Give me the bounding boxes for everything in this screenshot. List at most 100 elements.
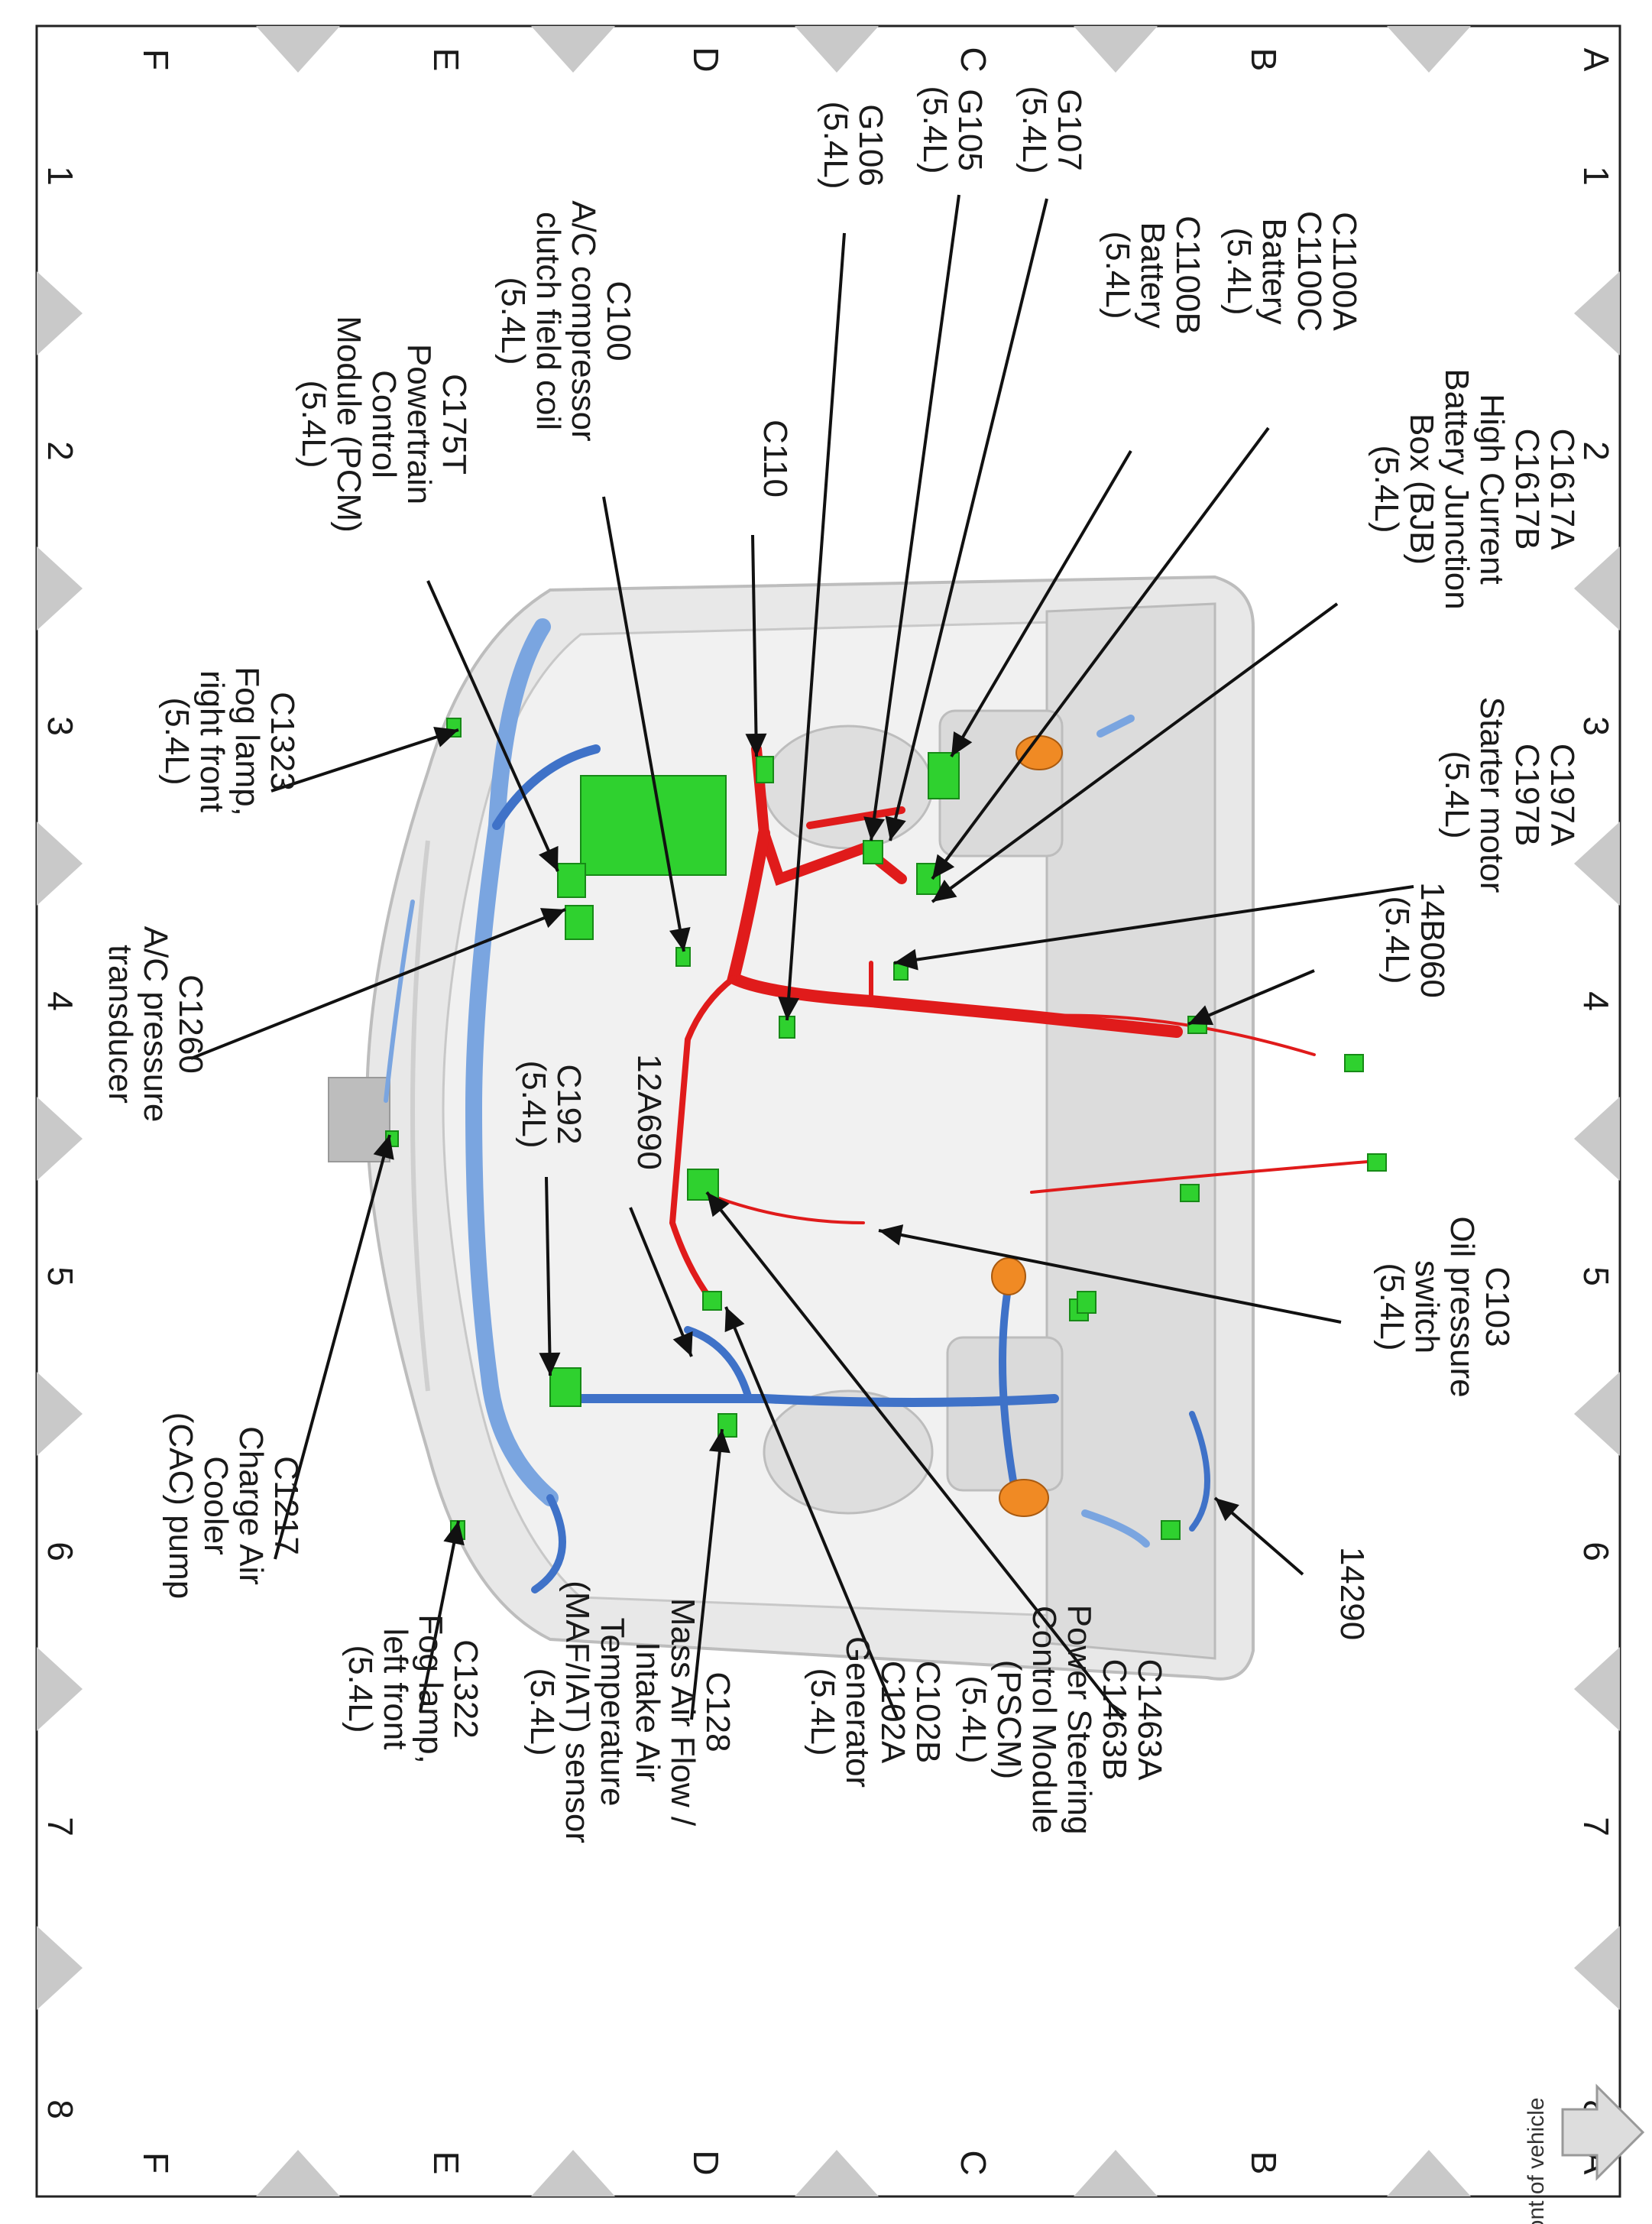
callout-text-c110: C110 xyxy=(756,420,794,498)
callout-text-c128: (5.4L) xyxy=(523,1668,561,1756)
leader-line-g107 xyxy=(889,198,1048,841)
grid-row-label: F xyxy=(136,2152,176,2174)
callout-text-c103: C103 xyxy=(1479,1266,1516,1347)
callout-text-g106: (5.4L) xyxy=(817,102,854,190)
grid-column-label: 4 xyxy=(1576,991,1616,1011)
leader-arrowhead-g107 xyxy=(885,815,906,841)
leader-line-c1617a xyxy=(931,602,1339,903)
grid-column-label: 5 xyxy=(40,1266,80,1286)
grid-column-label: 4 xyxy=(40,991,80,1011)
callout-text-14290: 14290 xyxy=(1333,1547,1371,1640)
grid-tick xyxy=(1574,1647,1620,1731)
callout-text-g105: (5.4L) xyxy=(916,86,954,174)
leader-line-c197a xyxy=(893,885,1414,964)
callout-text-c1322: (5.4L) xyxy=(342,1645,379,1733)
callout-text-c1217: C1217 xyxy=(267,1456,305,1555)
grid-tick xyxy=(1387,26,1471,73)
callout-text-c1260: transducer xyxy=(102,945,139,1104)
callout-text-c1322: Fog lamp, xyxy=(412,1614,449,1764)
arrow-left-icon xyxy=(1561,2083,1645,2181)
callout-text-c1463a: C1463B xyxy=(1096,1658,1133,1780)
callout-text-c128: Temperature xyxy=(594,1617,631,1806)
grid-tick xyxy=(256,2150,340,2196)
grid-column-label: 7 xyxy=(40,1817,80,1837)
callout-text-c197a: (5.4L) xyxy=(1438,751,1475,839)
callout-text-c102b: C102B xyxy=(909,1661,947,1764)
grid-tick xyxy=(37,1372,83,1456)
callout-text-c1217: Cooler xyxy=(197,1456,235,1555)
grid-row-label: B xyxy=(1244,48,1284,72)
leader-arrowhead-c103 xyxy=(879,1224,904,1246)
callout-text-c175t: (5.4L) xyxy=(295,381,332,468)
grid-column-label: 2 xyxy=(1576,441,1616,461)
callout-text-c1617a: (5.4L) xyxy=(1368,446,1405,533)
leader-line-c192 xyxy=(545,1176,552,1376)
grid-tick xyxy=(1574,1097,1620,1181)
callout-text-g107: (5.4L) xyxy=(1015,86,1053,174)
leader-arrowhead-12a690 xyxy=(672,1331,693,1357)
grid-tick xyxy=(37,1647,83,1731)
leader-line-c100 xyxy=(602,496,685,952)
callout-text-12a690: 12A690 xyxy=(630,1054,668,1170)
callout-text-c100: C100 xyxy=(600,280,637,361)
callout-text-14b060: (5.4L) xyxy=(1378,896,1416,984)
grid-tick-marks xyxy=(37,26,1620,2196)
leader-arrowhead-c102b xyxy=(724,1307,745,1333)
leader-arrowhead-g106 xyxy=(778,997,800,1020)
leader-arrowhead-c197a xyxy=(894,948,918,971)
callout-text-c128: C128 xyxy=(699,1671,737,1752)
callout-text-c1100b: C1100B xyxy=(1169,216,1207,335)
callout-text-c1463a: (5.4L) xyxy=(955,1676,993,1764)
front-of-vehicle-label: front of vehicle xyxy=(1524,2097,1549,2224)
callout-text-c103: Oil pressure xyxy=(1443,1216,1481,1397)
grid-column-label: 1 xyxy=(40,166,80,186)
callout-text-c102b: C102A xyxy=(874,1661,912,1764)
callout-text-14b060: 14B060 xyxy=(1414,882,1451,998)
grid-row-label: E xyxy=(426,2151,466,2175)
grid-tick xyxy=(256,26,340,73)
callout-text-c1100b: (5.4L) xyxy=(1099,232,1136,319)
leader-arrowhead-c1100a xyxy=(932,854,955,879)
leader-line-c1100a xyxy=(931,426,1270,880)
grid-tick xyxy=(795,2150,879,2196)
leader-arrowhead-c175t xyxy=(538,845,559,871)
callout-text-c1217: Charge Air xyxy=(232,1426,270,1585)
callout-text-c128: (MAF/IAT) sensor xyxy=(559,1580,596,1843)
grid-row-label: A xyxy=(1576,48,1616,72)
grid-row-label: F xyxy=(136,49,176,70)
leader-line-g105 xyxy=(870,194,960,841)
grid-row-label: C xyxy=(954,2150,993,2175)
callout-text-c197a: Starter motor xyxy=(1473,697,1511,893)
grid-tick xyxy=(1574,1926,1620,2010)
callout-c110: C110 xyxy=(756,420,794,498)
leader-arrowhead-c1322 xyxy=(443,1521,465,1546)
callout-12a690: 12A690 xyxy=(630,1054,668,1170)
grid-tick xyxy=(1574,1372,1620,1456)
leader-line-g106 xyxy=(786,232,846,1021)
leader-arrowhead-c1260 xyxy=(539,908,565,929)
grid-row-label: B xyxy=(1244,2151,1284,2175)
callout-text-c1617a: C1617A xyxy=(1543,428,1581,550)
grid-tick xyxy=(1387,2150,1471,2196)
leader-arrowhead-c1100b xyxy=(951,731,973,757)
leader-line-c1100b xyxy=(950,449,1132,758)
callout-text-c1463a: (PSCM) xyxy=(990,1660,1028,1779)
grid-column-label: 8 xyxy=(40,2099,80,2119)
leader-line-c1260 xyxy=(190,908,566,1060)
callout-g105: G105(5.4L) xyxy=(916,86,989,174)
pcm-module xyxy=(580,775,727,876)
grid-row-label: D xyxy=(686,47,726,72)
callout-text-c1617a: Box (BJB) xyxy=(1403,413,1440,565)
callout-text-c175t: Module (PCM) xyxy=(330,316,368,533)
leader-line-c1323 xyxy=(270,728,459,793)
grid-column-label: 3 xyxy=(1576,716,1616,736)
